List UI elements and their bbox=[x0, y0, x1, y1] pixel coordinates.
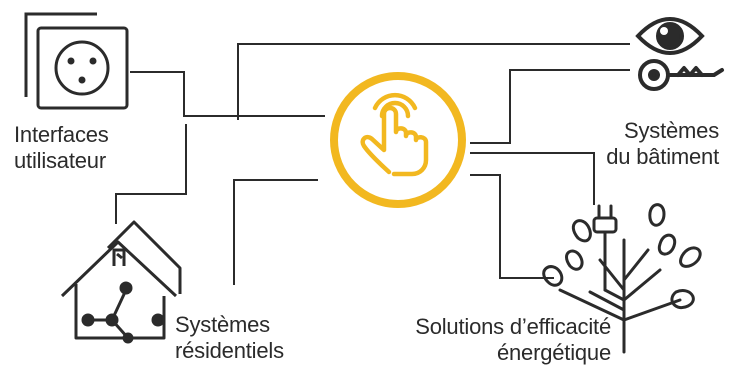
smart-house-icon bbox=[60, 220, 182, 344]
connector-tree-hub bbox=[470, 152, 595, 205]
touch-hand-icon bbox=[360, 92, 429, 177]
connector-eye bbox=[237, 43, 630, 120]
label-residential-systems: Systèmes résidentiels bbox=[175, 312, 284, 364]
connector-residential-hub bbox=[233, 179, 318, 285]
label-user-interfaces-line2: utilisateur bbox=[14, 148, 106, 173]
plug-tree-icon bbox=[542, 203, 702, 354]
power-socket-icon bbox=[24, 12, 129, 110]
label-building-systems: Systèmes du bâtiment bbox=[606, 118, 719, 170]
connector-house-hub bbox=[115, 124, 187, 224]
label-energy-efficiency-line2: énergétique bbox=[496, 340, 611, 365]
label-energy-efficiency: Solutions d’efficacité énergétique bbox=[415, 314, 611, 366]
label-building-systems-line1: Systèmes bbox=[624, 118, 719, 143]
label-residential-systems-line1: Systèmes bbox=[175, 312, 270, 337]
connector-key-hub bbox=[470, 69, 630, 144]
label-residential-systems-line2: résidentiels bbox=[175, 338, 284, 363]
eye-icon bbox=[635, 17, 705, 55]
label-building-systems-line2: du bâtiment bbox=[606, 144, 719, 169]
key-icon bbox=[638, 59, 724, 91]
connector-lines bbox=[115, 43, 630, 285]
connector-socket-hub bbox=[130, 71, 325, 117]
connector-energy-hub bbox=[470, 174, 554, 279]
hub bbox=[330, 72, 466, 208]
label-user-interfaces-line1: Interfaces bbox=[14, 122, 109, 147]
label-energy-efficiency-line1: Solutions d’efficacité bbox=[415, 314, 611, 339]
label-user-interfaces: Interfaces utilisateur bbox=[14, 122, 109, 174]
